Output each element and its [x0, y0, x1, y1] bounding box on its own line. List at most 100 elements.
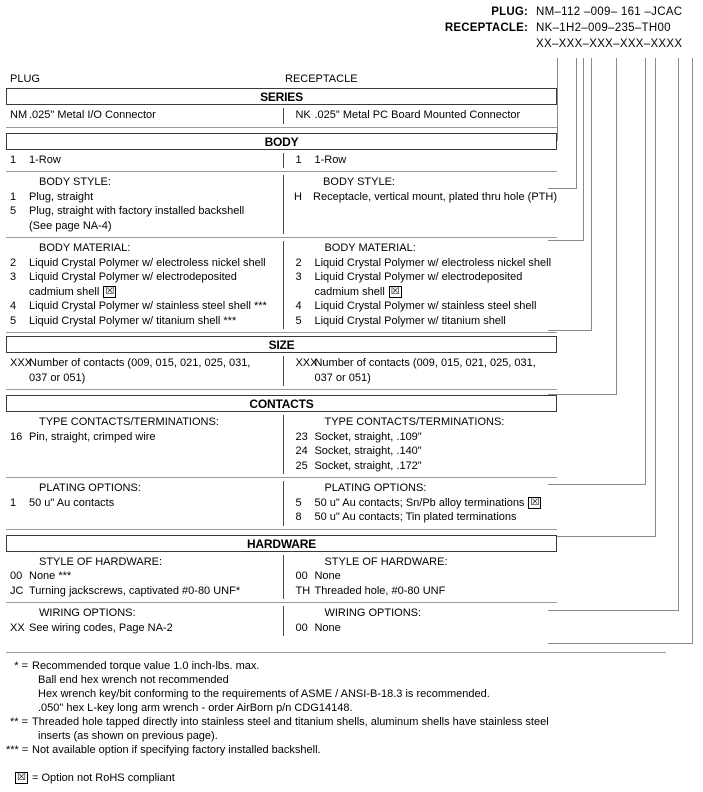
option-row[interactable]: 23 Socket, straight, .109" [291, 430, 557, 445]
rohs-noncompliant-icon: ☒ [528, 496, 542, 509]
body-material-plug-column: BODY MATERIAL: 2 Liquid Crystal Polymer … [6, 241, 281, 328]
option-row[interactable]: 1 50 u" Au contacts [6, 496, 281, 511]
option-desc-line2: 037 or 051) [29, 371, 86, 384]
option-desc: Liquid Crystal Polymer w/ titanium shell [314, 314, 506, 327]
column-divider [283, 175, 284, 234]
option-desc: Receptacle, vertical mount, plated thru … [313, 190, 557, 203]
option-code: NK [295, 109, 311, 121]
option-row[interactable]: 00 None [291, 621, 557, 636]
leader-hardware-style [548, 58, 679, 611]
footnote-line: Threaded hole tapped directly into stain… [32, 716, 549, 728]
option-row[interactable]: 1 1-Row [6, 153, 281, 168]
option-row[interactable]: 5 Liquid Crystal Polymer w/ titanium she… [291, 314, 557, 329]
option-row[interactable]: 24 Socket, straight, .140" [291, 444, 557, 459]
rohs-noncompliant-icon: ☒ [388, 285, 402, 298]
option-row[interactable]: XXX Number of contacts (009, 015, 021, 0… [6, 356, 281, 385]
leader-size [548, 58, 617, 395]
option-row[interactable]: 2 Liquid Crystal Polymer w/ electroless … [291, 256, 557, 271]
option-row[interactable]: XXX Number of contacts (009, 015, 021, 0… [291, 356, 557, 385]
option-code: 2 [10, 256, 17, 269]
footnote-line: Not available option if specifying facto… [32, 744, 321, 756]
option-row[interactable]: NM .025" Metal I/O Connector [6, 108, 281, 123]
option-desc-line1: Liquid Crystal Polymer w/ electrodeposit… [314, 271, 523, 283]
option-desc-line1: Number of contacts (009, 015, 021, 025, … [314, 357, 536, 369]
footnote-text: Not available option if specifying facto… [32, 743, 666, 757]
option-row[interactable]: TH Threaded hole, #0-80 UNF [291, 584, 557, 599]
option-row[interactable]: 5 Plug, straight with factory installed … [6, 204, 280, 233]
option-desc: Liquid Crystal Polymer w/ electrodeposit… [314, 270, 557, 299]
option-desc: None [314, 570, 341, 582]
option-row[interactable]: 2 Liquid Crystal Polymer w/ electroless … [6, 256, 281, 271]
column-captions: PLUG RECEPTACLE [0, 73, 703, 87]
section-hardware-wiring: WIRING OPTIONS: XX See wiring codes, Pag… [6, 603, 557, 639]
option-row[interactable]: 00 None [291, 569, 557, 584]
option-desc: 1-Row [29, 153, 61, 166]
subsection-label: BODY STYLE: [323, 176, 395, 188]
option-code: NM [10, 109, 28, 121]
subsection-label: WIRING OPTIONS: [39, 607, 136, 619]
option-code: XXX [10, 357, 33, 369]
option-desc: Liquid Crystal Polymer w/ stainless stee… [29, 300, 267, 312]
option-desc: Socket, straight, .109" [314, 430, 422, 443]
option-row[interactable]: 1 1-Row [291, 153, 557, 168]
footnote-mark: ☒ [6, 771, 32, 785]
option-desc-line2: cadmium shell☒ [29, 285, 117, 298]
option-desc-line1: Liquid Crystal Polymer w/ electrodeposit… [29, 271, 237, 283]
footnote-double-asterisk: ** = Threaded hole tapped directly into … [6, 715, 666, 743]
option-desc-line2: 037 or 051) [314, 371, 371, 384]
option-row[interactable]: 8 50 u" Au contacts; Tin plated terminat… [291, 510, 557, 525]
section-header-contacts: CONTACTS [6, 395, 557, 412]
option-row[interactable]: JC Turning jackscrews, captivated #0-80 … [6, 584, 281, 599]
configurator-table: SERIES NM .025" Metal I/O Connector NK .… [6, 88, 557, 639]
option-code: 2 [295, 256, 302, 269]
series-plug-column: NM .025" Metal I/O Connector [6, 108, 281, 123]
hardware-style-plug-column: STYLE OF HARDWARE: 00 None *** JC Turnin… [6, 555, 281, 599]
option-row[interactable]: XX See wiring codes, Page NA-2 [6, 621, 281, 636]
column-divider [283, 152, 284, 168]
option-code: H [294, 190, 302, 203]
option-code: 4 [10, 300, 17, 312]
column-divider [283, 241, 284, 329]
wiring-plug-column: WIRING OPTIONS: XX See wiring codes, Pag… [6, 606, 281, 635]
plug-label: PLUG: [491, 6, 528, 18]
option-row[interactable]: 3 Liquid Crystal Polymer w/ electrodepos… [6, 270, 281, 299]
size-plug-column: XXX Number of contacts (009, 015, 021, 0… [6, 356, 281, 385]
option-desc: Liquid Crystal Polymer w/ titanium shell… [29, 314, 237, 327]
option-desc: Liquid Crystal Polymer w/ stainless stee… [314, 300, 537, 312]
section-hardware-style: STYLE OF HARDWARE: 00 None *** JC Turnin… [6, 552, 557, 603]
subsection-label: WIRING OPTIONS: [324, 607, 422, 619]
subsection-label: TYPE CONTACTS/TERMINATIONS: [324, 416, 505, 428]
option-row[interactable]: 16 Pin, straight, crimped wire [6, 430, 281, 445]
option-code: JC [10, 584, 24, 597]
footnote-text: = Option not RoHS compliant [32, 772, 175, 784]
option-desc: 50 u" Au contacts; Tin plated terminatio… [314, 511, 517, 523]
column-divider [283, 108, 284, 124]
leader-contacts-plating [548, 58, 656, 537]
body-material-receptacle-column: BODY MATERIAL: 2 Liquid Crystal Polymer … [281, 241, 557, 328]
option-row[interactable]: 00 None *** [6, 569, 281, 584]
option-row[interactable]: 5 Liquid Crystal Polymer w/ titanium she… [6, 314, 281, 329]
option-desc: Turning jackscrews, captivated #0-80 UNF… [29, 584, 241, 597]
subsection-label: BODY MATERIAL: [39, 242, 131, 254]
option-row[interactable]: NK .025" Metal PC Board Mounted Connecto… [291, 108, 557, 123]
subsection-label: PLATING OPTIONS: [39, 482, 141, 494]
option-row[interactable]: H Receptacle, vertical mount, plated thr… [290, 190, 557, 205]
option-desc: Socket, straight, .172" [314, 459, 422, 472]
subsection-label: PLATING OPTIONS: [324, 482, 427, 494]
option-row[interactable]: 5 50 u" Au contacts; Sn/Pb alloy termina… [291, 496, 557, 511]
footnote-line: Hex wrench key/bit conforming to the req… [38, 688, 490, 700]
hardware-style-receptacle-column: STYLE OF HARDWARE: 00 None TH Threaded h… [281, 555, 557, 599]
option-row[interactable]: 4 Liquid Crystal Polymer w/ stainless st… [6, 299, 281, 314]
section-header-body: BODY [6, 132, 557, 150]
section-header-size: SIZE [6, 336, 557, 353]
column-divider [283, 356, 284, 386]
option-code: 16 [10, 430, 23, 443]
footnote-mark: * = [14, 660, 28, 672]
option-row[interactable]: 25 Socket, straight, .172" [291, 459, 557, 474]
footnote-mark: ** = [9, 716, 28, 728]
section-contacts-type: TYPE CONTACTS/TERMINATIONS: 16 Pin, stra… [6, 412, 557, 478]
option-row[interactable]: 3 Liquid Crystal Polymer w/ electrodepos… [291, 270, 557, 299]
option-row[interactable]: 4 Liquid Crystal Polymer w/ stainless st… [291, 299, 557, 314]
option-desc: 50 u" Au contacts; Sn/Pb alloy terminati… [314, 496, 542, 509]
option-row[interactable]: 1 Plug, straight [6, 190, 280, 205]
